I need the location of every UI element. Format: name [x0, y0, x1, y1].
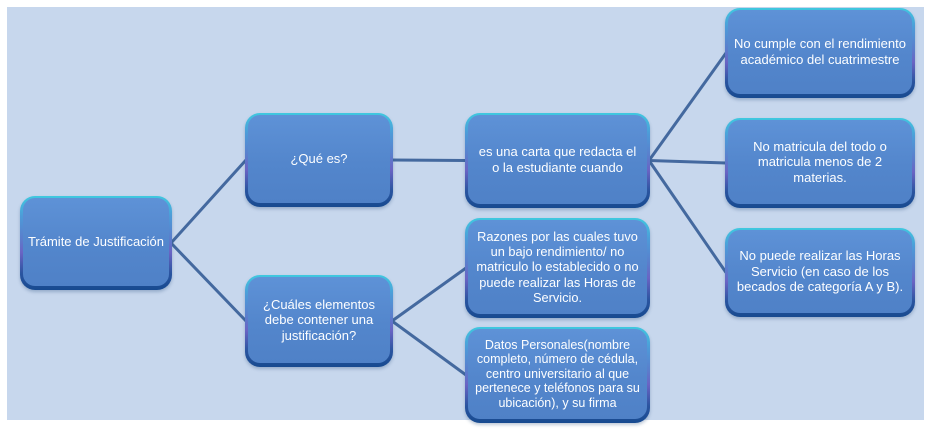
- node-label: ¿Qué es?: [248, 115, 390, 203]
- node-no-horas-servicio: No puede realizar las Horas Servicio (en…: [725, 228, 915, 317]
- node-label: No puede realizar las Horas Servicio (en…: [728, 230, 912, 313]
- node-es-una-carta: es una carta que redacta el o la estudia…: [465, 113, 650, 208]
- node-label: No matricula del todo o matricula menos …: [728, 120, 912, 204]
- node-cuales-elementos: ¿Cuáles elementos debe contener una just…: [245, 275, 393, 367]
- node-no-matricula: No matricula del todo o matricula menos …: [725, 118, 915, 208]
- node-razones-bajo-rendimiento: Razones por las cuales tuvo un bajo rend…: [465, 218, 650, 318]
- node-no-cumple-rendimiento: No cumple con el rendimiento académico d…: [725, 8, 915, 98]
- node-que-es: ¿Qué es?: [245, 113, 393, 207]
- node-label: Razones por las cuales tuvo un bajo rend…: [468, 220, 647, 314]
- node-label: No cumple con el rendimiento académico d…: [728, 10, 912, 94]
- node-label: Trámite de Justificación: [23, 198, 169, 286]
- node-label: es una carta que redacta el o la estudia…: [468, 115, 647, 204]
- node-tramite-de-justificacion: Trámite de Justificación: [20, 196, 172, 290]
- node-label: Datos Personales(nombre completo, número…: [468, 329, 647, 419]
- node-datos-personales: Datos Personales(nombre completo, número…: [465, 327, 650, 423]
- node-label: ¿Cuáles elementos debe contener una just…: [248, 277, 390, 363]
